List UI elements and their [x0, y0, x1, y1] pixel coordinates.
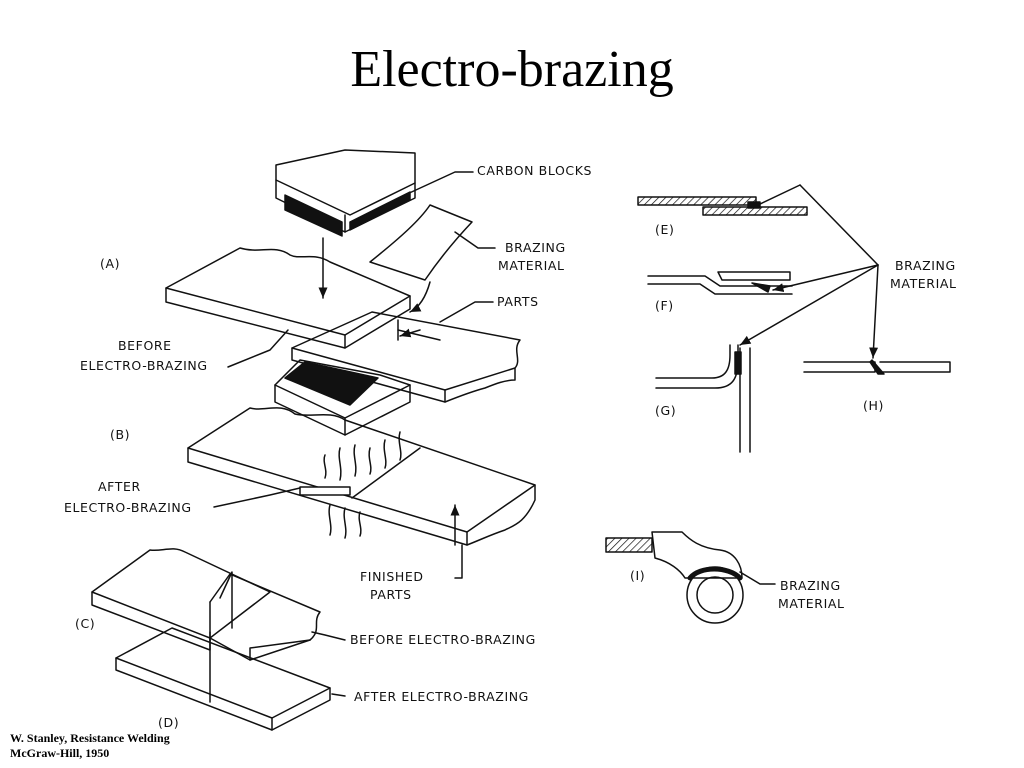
- figure-label-i: (I): [630, 568, 645, 583]
- figure-label-h: (H): [863, 398, 884, 413]
- credit-line-2: McGraw-Hill, 1950: [10, 746, 110, 760]
- joint-e: [637, 196, 808, 216]
- label-right-brazing-1: BRAZING: [895, 258, 956, 273]
- joint-i: [605, 531, 776, 624]
- carbon-block-bottom: [274, 359, 411, 436]
- plate-a-upper: [165, 247, 411, 349]
- figure-label-d: (D): [158, 715, 179, 730]
- label-after-2: ELECTRO-BRAZING: [64, 500, 192, 515]
- figure-label-g: (G): [655, 403, 676, 418]
- carbon-block-top: [275, 149, 416, 237]
- label-before-1: BEFORE: [118, 338, 172, 353]
- joint-h: [803, 359, 951, 375]
- label-after-1: AFTER: [98, 479, 141, 494]
- label-after-d: AFTER ELECTRO-BRAZING: [354, 689, 529, 704]
- plate-b: [187, 407, 536, 579]
- source-credit: W. Stanley, Resistance Welding McGraw-Hi…: [10, 731, 170, 761]
- credit-line-1: W. Stanley, Resistance Welding: [10, 731, 170, 745]
- figure-label-e: (E): [655, 222, 674, 237]
- joint-g: [655, 344, 751, 453]
- figure-label-b: (B): [110, 427, 130, 442]
- label-before-c: BEFORE ELECTRO-BRAZING: [350, 632, 536, 647]
- slide-title: Electro-brazing: [350, 41, 674, 98]
- label-i-brazing-2: MATERIAL: [778, 596, 845, 611]
- label-i-brazing-1: BRAZING: [780, 578, 841, 593]
- figure-label-a: (A): [100, 256, 120, 271]
- label-parts: PARTS: [497, 294, 539, 309]
- label-before-2: ELECTRO-BRAZING: [80, 358, 208, 373]
- plates-c: [91, 548, 321, 661]
- plates-d: [115, 627, 331, 731]
- heat-lines: [323, 431, 402, 539]
- label-brazing-material-1: BRAZING: [505, 240, 566, 255]
- label-finished-1: FINISHED: [360, 569, 424, 584]
- label-carbon-blocks: CARBON BLOCKS: [477, 163, 592, 178]
- label-finished-2: PARTS: [370, 587, 412, 602]
- label-brazing-material-2: MATERIAL: [498, 258, 565, 273]
- joint-f: [647, 271, 793, 295]
- brazing-strip-a: [369, 204, 473, 281]
- label-right-brazing-2: MATERIAL: [890, 276, 957, 291]
- figure-label-c: (C): [75, 616, 95, 631]
- figure-label-f: (F): [655, 298, 674, 313]
